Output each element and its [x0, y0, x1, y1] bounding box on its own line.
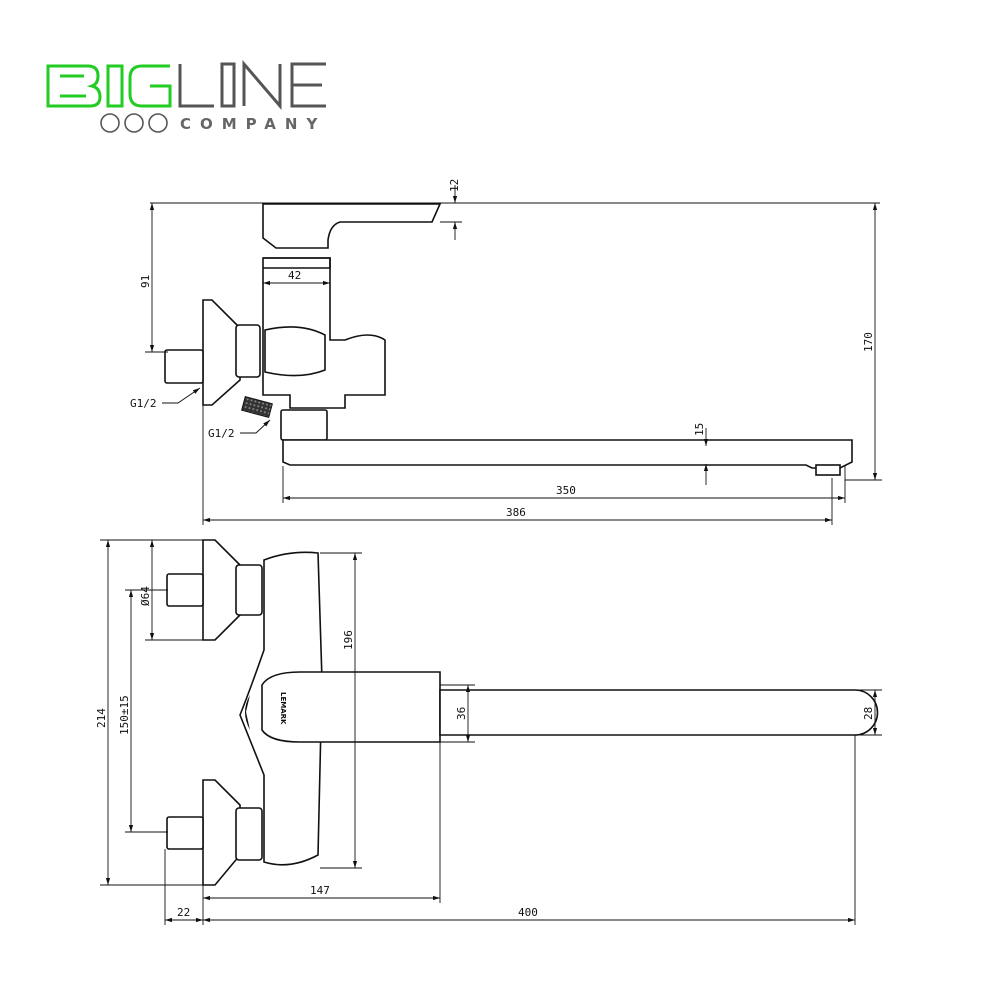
logo-big-letters — [46, 64, 172, 108]
dim-214: 214 — [95, 708, 108, 728]
dim-196: 196 — [342, 630, 355, 650]
bigline-logo: COMPANY — [46, 59, 326, 133]
svg-text:LEMARK: LEMARK — [279, 692, 287, 725]
spout-nut — [280, 409, 328, 441]
dim-28: 28 — [862, 707, 875, 720]
eccentric-nut — [235, 324, 261, 378]
spout — [282, 439, 853, 469]
logo-line-letters — [178, 59, 326, 111]
dim-91: 91 — [139, 275, 152, 288]
dim-150-15: 150±15 — [118, 695, 131, 735]
wall-flange — [202, 299, 241, 406]
thread-label-inlet: G1/2 — [130, 397, 157, 410]
nut-upper — [235, 564, 263, 616]
lever-handle — [262, 203, 442, 249]
top-view: LEMARK Ø64 214 150±15 196 36 28 147 22 — [95, 539, 882, 925]
pipe-upper — [166, 573, 204, 607]
nut-lower — [235, 807, 263, 861]
dim-42: 42 — [288, 269, 301, 282]
spout-top — [439, 689, 879, 736]
dim-36: 36 — [455, 707, 468, 720]
dim-350: 350 — [556, 484, 576, 497]
dim-12: 12 — [448, 179, 461, 192]
logo-subtitle: COMPANY — [180, 115, 326, 133]
dim-22: 22 — [177, 906, 190, 919]
inlet-pipe — [164, 349, 204, 384]
flange-top-lower — [202, 779, 241, 886]
dim-15: 15 — [693, 423, 706, 436]
dim-400: 400 — [518, 906, 538, 919]
dim-147: 147 — [310, 884, 330, 897]
dim-diameter-64: Ø64 — [139, 586, 152, 606]
lemark-badge: LEMARK — [279, 692, 287, 725]
pipe-lower — [166, 816, 204, 850]
dim-170: 170 — [862, 332, 875, 352]
side-view: 12 91 170 42 15 350 386 G1/2 G1/2 — [130, 179, 882, 525]
handle-top — [261, 671, 441, 743]
shower-outlet — [241, 396, 273, 418]
aerator — [815, 464, 841, 476]
logo-circles — [100, 113, 168, 133]
eccentric-cover — [264, 326, 326, 377]
dim-386: 386 — [506, 506, 526, 519]
flange-top-upper — [202, 539, 241, 641]
thread-label-outlet: G1/2 — [208, 427, 235, 440]
